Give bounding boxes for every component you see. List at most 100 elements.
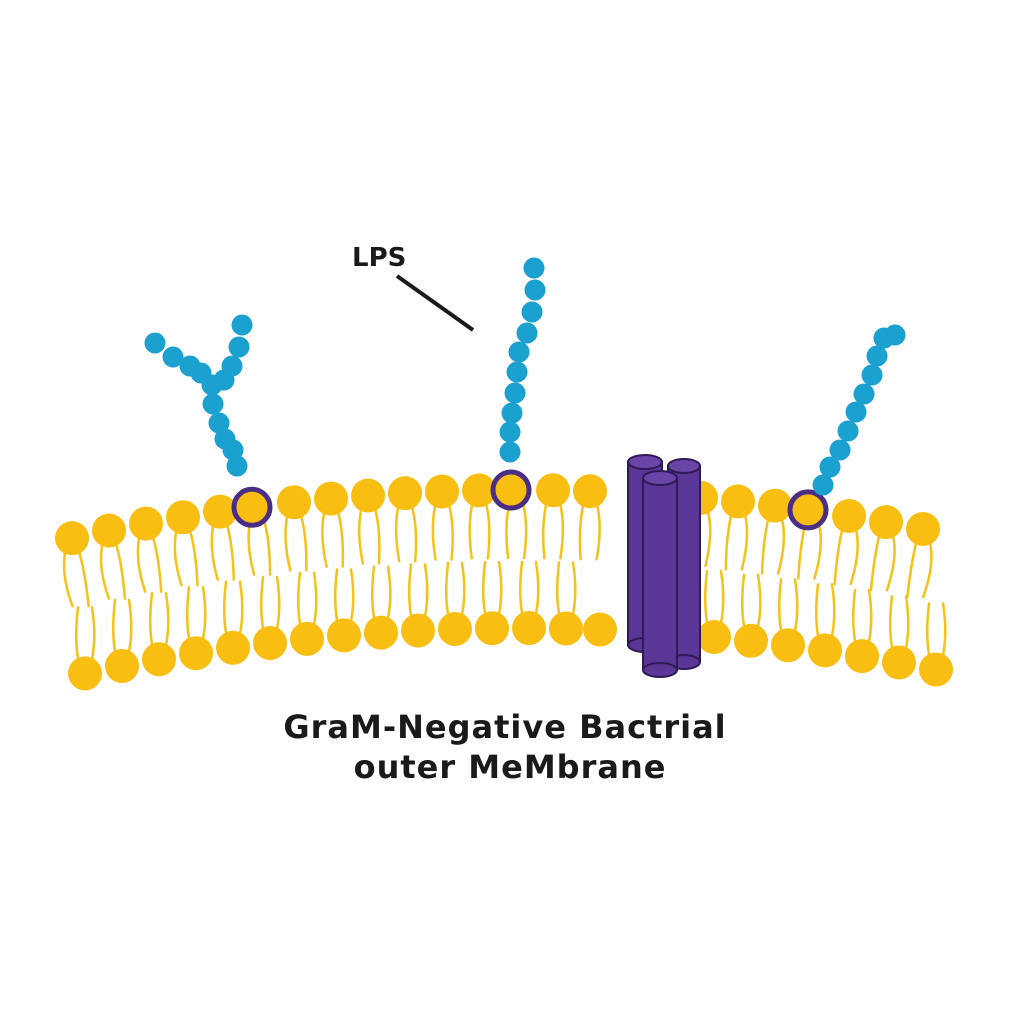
lps-bead <box>819 456 841 478</box>
lps-chains <box>144 257 906 531</box>
phospholipid-tail <box>357 504 365 565</box>
phospholipid-tail <box>422 563 429 622</box>
phospholipid-tail <box>889 595 895 654</box>
phospholipid-tail <box>556 561 562 620</box>
lps-bead <box>202 393 224 415</box>
lps-bead <box>521 301 543 323</box>
phospholipid-tail <box>533 560 540 620</box>
lps-bead <box>144 332 166 354</box>
phospholipid-head <box>388 476 422 511</box>
caption-line-1: GraM-Negative Bactrial <box>283 708 726 746</box>
phospholipid-head <box>475 611 509 646</box>
phospholipid-tail <box>849 524 859 586</box>
phospholipid-tail <box>833 524 845 586</box>
phospholipid-tail <box>126 598 133 658</box>
phospholipid-tail <box>431 500 438 561</box>
phospholipid-head <box>549 611 583 646</box>
lps-bead <box>226 455 248 477</box>
phospholipid-head <box>55 521 89 556</box>
lps-bead <box>508 341 530 363</box>
phospholipid-tail <box>446 500 454 561</box>
phospholipid-tail <box>163 592 170 651</box>
phospholipid-tail <box>482 560 488 620</box>
phospholipid-tail <box>740 510 749 571</box>
porin-protein-icon <box>627 454 701 678</box>
lps-bead <box>516 322 538 344</box>
phospholipid-tail <box>704 506 712 568</box>
lps-bead <box>829 439 851 461</box>
phospholipid-tail <box>274 575 281 635</box>
phospholipid-tail <box>261 515 272 576</box>
phospholipid-head <box>808 633 842 668</box>
phospholipid-tail <box>718 569 725 629</box>
phospholipid-head <box>142 642 176 677</box>
phospholipid-head <box>314 481 348 516</box>
lps-bead <box>506 361 528 383</box>
phospholipid-tail <box>940 602 947 661</box>
lps-bead <box>501 402 523 424</box>
phospholipid-tail <box>186 585 192 645</box>
phospholipid-head <box>129 506 163 541</box>
phospholipid-tail <box>815 583 821 642</box>
phospholipid-tail <box>335 507 345 568</box>
phospholipid-tail <box>459 561 466 621</box>
lps-anchor <box>231 486 273 528</box>
phospholipid-tail <box>445 561 451 621</box>
porin-helix-back-right-top <box>667 458 701 474</box>
phospholipid-tail <box>813 519 823 580</box>
porin-helix-front-base <box>642 662 678 678</box>
phospholipid-tail <box>223 580 229 640</box>
phospholipid-head <box>68 656 102 691</box>
phospholipid-tail <box>496 560 503 620</box>
phospholipid-head <box>536 473 570 508</box>
phospholipid-tail <box>297 571 303 631</box>
inner-leaflet-heads <box>68 611 953 691</box>
phospholipid-head <box>832 498 866 533</box>
phospholipid-tail <box>755 573 762 633</box>
phospholipid-tail <box>76 546 90 608</box>
lps-bead <box>812 474 834 496</box>
phospholipid-head <box>425 474 459 509</box>
lps-bead <box>499 441 521 463</box>
phospholipid-head <box>771 628 805 663</box>
phospholipid-head <box>351 478 385 513</box>
phospholipid-head <box>105 649 139 684</box>
porin-helix-front <box>642 477 678 671</box>
phospholipid-tail <box>594 499 601 561</box>
lps-bead <box>845 401 867 423</box>
phospholipid-tail <box>311 571 318 631</box>
phospholipid-head <box>919 652 953 687</box>
lps-bead <box>221 355 243 377</box>
phospholipid-head <box>438 612 472 647</box>
phospholipid-head <box>290 621 324 656</box>
phospholipid-tail <box>468 499 475 560</box>
phospholipid-tail <box>334 568 340 627</box>
lps-bead <box>861 364 883 386</box>
phospholipid-head <box>906 511 940 546</box>
lps-bead <box>523 257 545 279</box>
lps-bead <box>524 279 546 301</box>
lps-bead <box>884 324 906 346</box>
phospholipid-tail <box>260 575 266 635</box>
lps-anchor <box>490 469 532 511</box>
phospholipid-tail <box>136 532 147 593</box>
phospholipid-head <box>216 630 250 665</box>
phospholipid-head <box>179 636 213 671</box>
lps-bead <box>214 428 236 450</box>
lps-bead <box>179 355 201 377</box>
phospholipid-tail <box>760 514 771 575</box>
phospholipid-tail <box>778 577 784 637</box>
phospholipid-head <box>697 620 731 655</box>
phospholipid-head <box>364 615 398 650</box>
phospholipid-tail <box>776 514 786 575</box>
phospholipid-tail <box>866 588 873 648</box>
phospholipid-tail <box>408 563 414 622</box>
phospholipid-tail <box>187 526 199 587</box>
phospholipid-tail <box>483 499 491 560</box>
phospholipid-tail <box>321 507 328 568</box>
lps-label: LPS <box>352 243 406 273</box>
phospholipid-tail <box>210 520 220 581</box>
phospholipid-head <box>512 611 546 646</box>
phospholipid-tail <box>348 568 355 627</box>
